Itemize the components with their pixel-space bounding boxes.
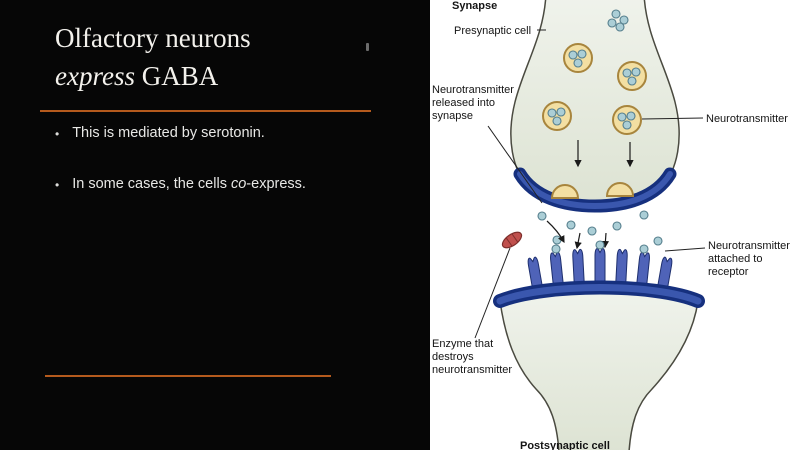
svg-text:receptor: receptor	[708, 266, 749, 278]
bullet-text: This is mediated by serotonin.	[72, 125, 265, 141]
cleft-arrow	[546, 220, 565, 244]
svg-text:Neurotransmitter: Neurotransmitter	[432, 84, 514, 96]
postsynaptic-membrane	[493, 280, 705, 308]
label-presynaptic-cell: Presynaptic cell	[454, 25, 531, 37]
enzyme-shape	[501, 231, 523, 249]
label-enzyme: Enzyme that destroys neurotransmitter	[432, 338, 512, 376]
label-postsynaptic-cell: Postsynaptic cell	[520, 440, 610, 450]
cleft-arrow	[601, 232, 610, 249]
synapse-diagram-panel: Synapse Presynaptic cell Neurotransmitte…	[430, 0, 800, 450]
svg-text:neurotransmitter: neurotransmitter	[432, 364, 512, 376]
fusing-vesicle	[550, 182, 635, 199]
synaptic-vesicle	[617, 61, 647, 91]
synaptic-vesicle	[542, 101, 572, 131]
synaptic-vesicle	[563, 43, 593, 73]
leader-released	[487, 125, 543, 204]
postsynaptic-cell-shape	[499, 287, 699, 450]
released-neurotransmitter	[537, 210, 663, 246]
svg-text:released into: released into	[432, 97, 495, 109]
footer-divider-line	[45, 375, 331, 377]
bullet-text: In some cases, the cells co-express.	[72, 175, 306, 192]
synaptic-vesicle	[612, 105, 642, 135]
slide-panel: Olfactory neurons express GABA • This is…	[40, 20, 385, 377]
receptor	[636, 251, 651, 286]
receptor	[594, 247, 606, 282]
receptor	[571, 248, 585, 283]
text-cursor-artifact	[366, 43, 369, 51]
leader-neurotransmitter	[641, 117, 704, 120]
synapse-diagram: Synapse Presynaptic cell Neurotransmitte…	[432, 0, 790, 450]
leader-enzyme	[474, 247, 511, 339]
svg-text:Enzyme that: Enzyme that	[432, 338, 493, 350]
label-neurotransmitter-attached: Neurotransmitter attached to receptor	[708, 240, 790, 278]
attached-neurotransmitter	[551, 240, 649, 254]
svg-text:destroys: destroys	[432, 351, 474, 363]
presynaptic-membrane	[513, 167, 677, 213]
svg-text:attached to: attached to	[708, 253, 762, 265]
slide-title-line2: express GABA	[55, 60, 219, 91]
svg-text:Neurotransmitter: Neurotransmitter	[708, 240, 790, 252]
presynaptic-cell-shape	[510, 0, 680, 204]
slide-title: Olfactory neurons express GABA	[55, 20, 251, 96]
bullet-item: • In some cases, the cells co-express.	[55, 175, 385, 195]
leader-attached	[664, 247, 706, 252]
label-neurotransmitter: Neurotransmitter	[706, 113, 788, 125]
receptor	[615, 248, 629, 283]
bullet-marker: •	[55, 177, 60, 192]
bullet-list: • This is mediated by serotonin. • In so…	[55, 124, 385, 225]
svg-text:synapse: synapse	[432, 110, 473, 122]
title-divider-line	[40, 110, 371, 112]
cleft-arrow	[574, 232, 582, 250]
slide-title-line1: Olfactory neurons	[55, 23, 251, 53]
bullet-marker: •	[55, 127, 60, 141]
label-neurotransmitter-released: Neurotransmitter released into synapse	[432, 84, 514, 122]
bullet-item: • This is mediated by serotonin.	[55, 124, 385, 144]
receptor	[549, 251, 564, 286]
label-synapse-title: Synapse	[452, 0, 497, 12]
